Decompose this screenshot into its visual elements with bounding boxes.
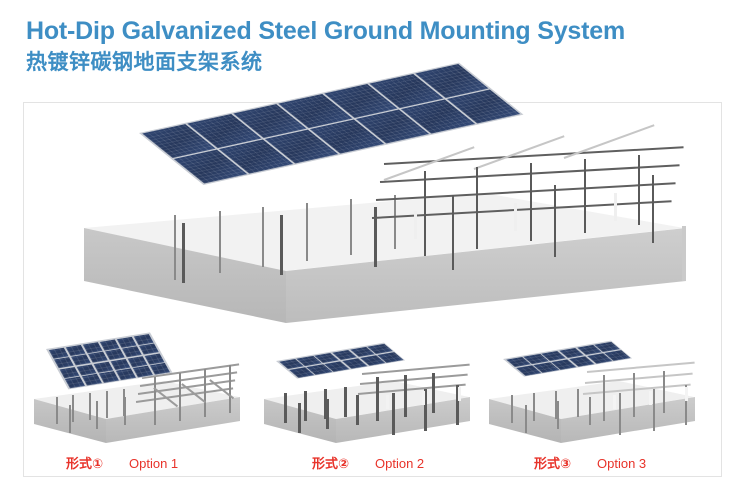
option-3-label-english: Option 3 — [597, 456, 647, 471]
option-1-label-chinese: 形式① — [66, 457, 104, 472]
page-header: Hot-Dip Galvanized Steel Ground Mounting… — [26, 16, 726, 76]
page-title-english: Hot-Dip Galvanized Steel Ground Mounting… — [26, 17, 625, 45]
option-1-figure — [34, 332, 249, 443]
option-1-label-english: Option 1 — [129, 456, 179, 471]
option-2-label-chinese: 形式② — [312, 457, 350, 472]
option-3-figure — [489, 340, 704, 443]
solar-panel-array-option-3 — [503, 340, 633, 377]
option-2-label-english: Option 2 — [375, 456, 425, 471]
option-3-caption: 形式③ Option 3 — [534, 453, 646, 473]
option-3-label-chinese: 形式③ — [534, 457, 572, 472]
ground-right-end-face — [682, 226, 686, 281]
illustration-frame: 形式① Option 1 形式② Option 2 形式③ Option 3 — [23, 62, 722, 477]
page-title-chinese: 热镀锌碳钢地面支架系统 — [26, 50, 263, 74]
solar-panel-array-option-2 — [276, 342, 406, 379]
solar-panel-cell — [149, 363, 171, 375]
solar-panel-array-main — [139, 62, 524, 185]
option-2-figure — [264, 342, 479, 443]
main-mounting-system-figure — [84, 62, 694, 338]
option-2-caption: 形式② Option 2 — [312, 453, 424, 473]
option-1-caption: 形式① Option 1 — [66, 453, 178, 473]
